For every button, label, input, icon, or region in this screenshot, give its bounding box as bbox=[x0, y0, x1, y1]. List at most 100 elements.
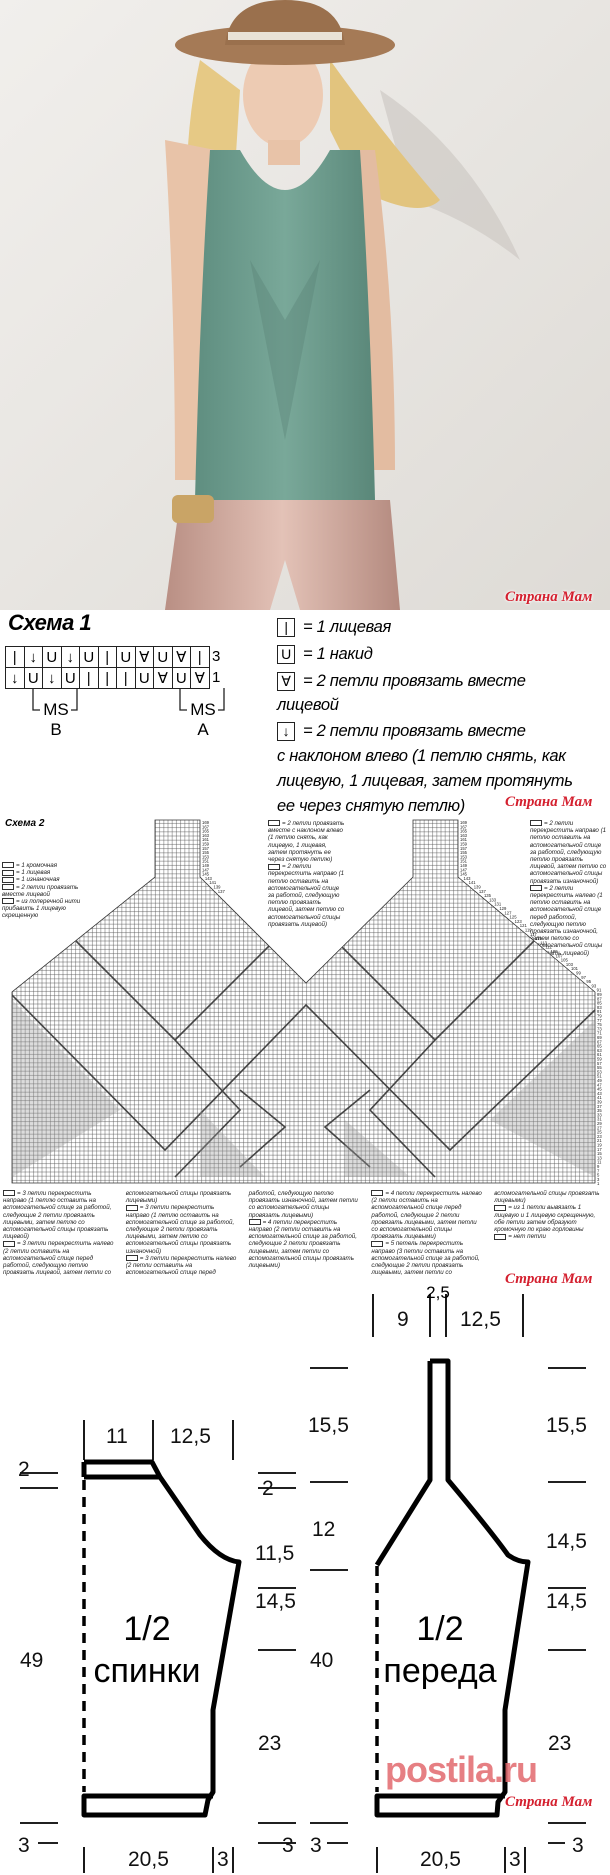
back-neck-width: 11 bbox=[106, 1425, 128, 1448]
front-title-label: переда bbox=[383, 1652, 496, 1690]
chart-cell-k2tog: ∀ bbox=[154, 668, 173, 689]
row-number: 109 bbox=[551, 949, 559, 954]
back-total-length: 49 bbox=[20, 1649, 43, 1672]
cable-symbol-icon bbox=[248, 1219, 261, 1226]
cable-symbol-icon bbox=[371, 1240, 384, 1247]
front-outline bbox=[374, 1358, 531, 1818]
row-number: 69 bbox=[597, 1035, 602, 1040]
ms-a-bottom: A bbox=[197, 720, 209, 739]
row-number: 5 bbox=[597, 1173, 600, 1178]
front-title: 1/2 bbox=[416, 1610, 463, 1648]
row-number: 141 bbox=[209, 880, 217, 885]
chart-cell-k: | bbox=[117, 668, 136, 689]
row-number: 13 bbox=[597, 1155, 602, 1160]
row-number: 37 bbox=[597, 1104, 602, 1109]
row-number: 1 bbox=[597, 1181, 600, 1186]
legend-text: = 3 петли перекрестить налево (2 петли о… bbox=[3, 1190, 232, 1277]
watermark-site: Страна Мам bbox=[505, 1271, 593, 1287]
legend-item: = 3 петли перекрестить налево (2 петли о… bbox=[3, 1190, 239, 1276]
legend-item: = 1 кромочная bbox=[2, 862, 87, 869]
row-number: 3 bbox=[597, 1177, 600, 1182]
chart-cell-yo: U bbox=[172, 668, 191, 689]
legend-text: = 1 кромочная bbox=[16, 862, 58, 869]
cable-symbol-icon bbox=[125, 1204, 138, 1211]
row-number: 127 bbox=[504, 910, 512, 915]
row-number: 35 bbox=[597, 1108, 602, 1113]
ms-a-top: MS bbox=[190, 700, 216, 719]
legend-item: = 5 петель перекрестить направо (3 петли… bbox=[371, 1190, 607, 1276]
row-number: 61 bbox=[597, 1052, 602, 1057]
back-side-length: 23 bbox=[258, 1732, 281, 1755]
row-number: 91 bbox=[597, 988, 602, 993]
cross-left-icon bbox=[530, 885, 542, 892]
row-number: 111 bbox=[545, 945, 552, 950]
row-number: 55 bbox=[597, 1065, 602, 1070]
row-number: 49 bbox=[597, 1078, 602, 1083]
legend-text: = 5 петель перекрестить направо (3 петли… bbox=[371, 1190, 600, 1277]
row-number: 161 bbox=[202, 837, 210, 842]
row-number: 19 bbox=[597, 1143, 602, 1148]
legend-text: = 1 лицевая bbox=[16, 869, 51, 877]
back-armhole-depth: 11,5 bbox=[255, 1542, 294, 1565]
legend-item: = 2 петли провязать вместе с наклоном вл… bbox=[268, 820, 346, 863]
row-number: 9 bbox=[597, 1164, 600, 1169]
k2tog-symbol-icon: ∀ bbox=[277, 672, 295, 692]
ssk-symbol-icon: ↓ bbox=[277, 722, 295, 742]
row-number: 113 bbox=[540, 940, 547, 945]
row-number: 153 bbox=[202, 854, 210, 859]
cable-symbol-icon bbox=[125, 1255, 138, 1262]
row-number: 169 bbox=[460, 820, 468, 825]
row-number: 115 bbox=[535, 936, 542, 941]
cable-symbol-icon bbox=[3, 1240, 15, 1247]
increase-icon bbox=[2, 898, 14, 905]
row-number: 165 bbox=[202, 829, 210, 834]
row-number: 23 bbox=[597, 1134, 602, 1139]
legend-item: = 2 петли перекрестить направо (1 петлю … bbox=[268, 863, 346, 928]
legend-text: = из 1 петли вывязать 1 лицевую и 1 лице… bbox=[494, 1204, 596, 1234]
legend-text: = нет петли bbox=[508, 1233, 546, 1241]
row-number: 121 bbox=[520, 923, 528, 928]
scheme2-legend-bottom: = 3 петли перекрестить направо (1 петлю … bbox=[3, 1190, 607, 1276]
ms-b-bottom: B bbox=[50, 720, 62, 739]
scheme1-title: Схема 1 bbox=[8, 610, 92, 635]
chart-cell-k: | bbox=[6, 647, 25, 668]
legend-text: с наклоном влево (1 петлю снять, как bbox=[277, 747, 566, 765]
row-number: 81 bbox=[597, 1009, 602, 1014]
row-number: 65 bbox=[597, 1044, 602, 1049]
row-number: 95 bbox=[586, 979, 591, 984]
cable-symbol-icon bbox=[3, 1190, 15, 1197]
row-number: 123 bbox=[515, 919, 523, 924]
row-number: 139 bbox=[214, 885, 222, 890]
legend-item: = из 1 петли вывязать 1 лицевую и 1 лице… bbox=[494, 1204, 607, 1233]
ms-b-top: MS bbox=[43, 700, 69, 719]
row-number: 163 bbox=[460, 833, 468, 838]
chart-cell-ssk: ↓ bbox=[61, 647, 80, 668]
row-number: 165 bbox=[460, 829, 468, 834]
row-number: 83 bbox=[597, 1005, 602, 1010]
legend-item: = 4 петли перекрестить направо (2 петли … bbox=[248, 1219, 362, 1269]
scheme1-chart: |↓U↓U|U∀U∀|↓U↓U|||U∀U∀ bbox=[5, 646, 210, 689]
row-number: 119 bbox=[525, 928, 532, 933]
front-neck-depth: 12 bbox=[312, 1518, 335, 1541]
back-armhole-side: 14,5 bbox=[255, 1590, 296, 1613]
legend-knit: |= 1 лицевая bbox=[277, 618, 391, 638]
legend-yarn-over: U= 1 накид bbox=[277, 645, 373, 665]
legend-text: ее через снятую петлю) bbox=[277, 797, 465, 815]
row-number: 157 bbox=[460, 846, 468, 851]
chart-cell-k: | bbox=[80, 668, 99, 689]
scheme2-chart: 1691671651631611591571551531511491471451… bbox=[11, 819, 602, 1186]
legend-text: = 4 петли перекрестить налево (2 петли о… bbox=[371, 1190, 482, 1241]
legend-text: = 2 петли провязать вместе bbox=[303, 672, 526, 690]
legend-item: = 2 петли перекрестить налево (1 петлю о… bbox=[530, 885, 608, 957]
row-number: 155 bbox=[202, 850, 210, 855]
legend-text: = 2 петли перекрестить направо (1 петлю … bbox=[268, 863, 345, 928]
row-number: 145 bbox=[460, 872, 468, 877]
cable-symbol-icon bbox=[494, 1204, 507, 1211]
cross-right-purl-icon bbox=[530, 820, 542, 827]
row-number: 151 bbox=[460, 859, 468, 864]
chart-cell-k: | bbox=[98, 647, 117, 668]
back-hem-right: 3 bbox=[282, 1834, 294, 1857]
back-shoulder-width: 12,5 bbox=[170, 1425, 211, 1448]
chart-cell-ssk: ↓ bbox=[6, 668, 25, 689]
legend-item: = 2 петли провязать вместе лицевой bbox=[2, 884, 87, 898]
